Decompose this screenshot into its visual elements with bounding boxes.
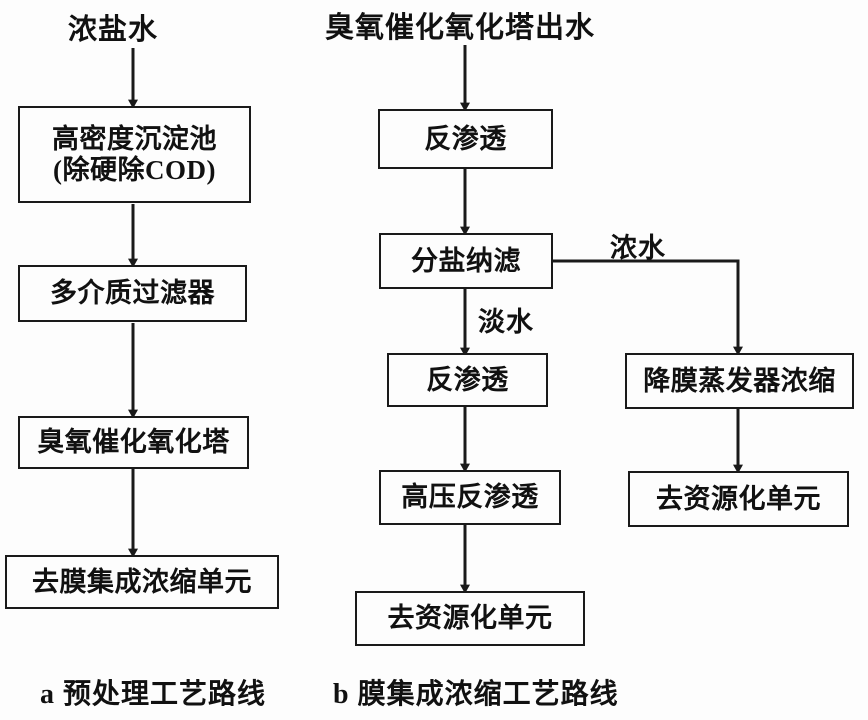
node-b5-label: 去资源化单元 <box>387 603 553 634</box>
node-a1-high-density-clarifier[interactable]: 高密度沉淀池 (除硬除COD) <box>18 106 251 203</box>
arrow-b2-concentrate-to-b6 <box>553 259 743 356</box>
node-a1-label-line1: 高密度沉淀池 <box>52 124 217 155</box>
node-a4-label: 去膜集成浓缩单元 <box>32 566 252 597</box>
node-b2-salt-separation-nanofiltration[interactable]: 分盐纳滤 <box>379 233 553 289</box>
edge-label-permeate: 淡水 <box>478 307 534 337</box>
node-b7-label: 去资源化单元 <box>656 483 821 514</box>
caption-a: a 预处理工艺路线 <box>40 679 267 710</box>
node-a3-ozone-catalytic-tower[interactable]: 臭氧催化氧化塔 <box>18 416 249 469</box>
node-b4-label: 高压反渗透 <box>401 482 539 513</box>
node-b3-label: 反渗透 <box>426 364 509 395</box>
inlet-label-a: 浓盐水 <box>68 14 159 46</box>
inlet-label-b: 臭氧催化氧化塔出水 <box>325 12 596 44</box>
caption-b: b 膜集成浓缩工艺路线 <box>333 679 619 710</box>
node-a1-label-line2: (除硬除COD) <box>53 154 216 185</box>
node-b3-reverse-osmosis[interactable]: 反渗透 <box>387 353 548 407</box>
node-a3-label: 臭氧催化氧化塔 <box>37 427 230 458</box>
node-b1-label: 反渗透 <box>424 123 507 154</box>
node-b7-to-resource-utilization-unit[interactable]: 去资源化单元 <box>628 471 849 527</box>
node-a2-multimedia-filter[interactable]: 多介质过滤器 <box>18 265 247 322</box>
node-b6-falling-film-evaporator-concentration[interactable]: 降膜蒸发器浓缩 <box>625 353 854 409</box>
node-a4-to-membrane-concentration-unit[interactable]: 去膜集成浓缩单元 <box>5 555 279 609</box>
node-b1-reverse-osmosis[interactable]: 反渗透 <box>378 109 553 169</box>
node-b6-label: 降膜蒸发器浓缩 <box>643 365 836 396</box>
node-b5-to-resource-utilization-unit[interactable]: 去资源化单元 <box>355 591 585 646</box>
node-b2-label: 分盐纳滤 <box>411 245 521 276</box>
node-a2-label: 多介质过滤器 <box>50 278 215 309</box>
edge-label-concentrate: 浓水 <box>610 233 666 263</box>
node-b4-high-pressure-reverse-osmosis[interactable]: 高压反渗透 <box>379 470 561 525</box>
